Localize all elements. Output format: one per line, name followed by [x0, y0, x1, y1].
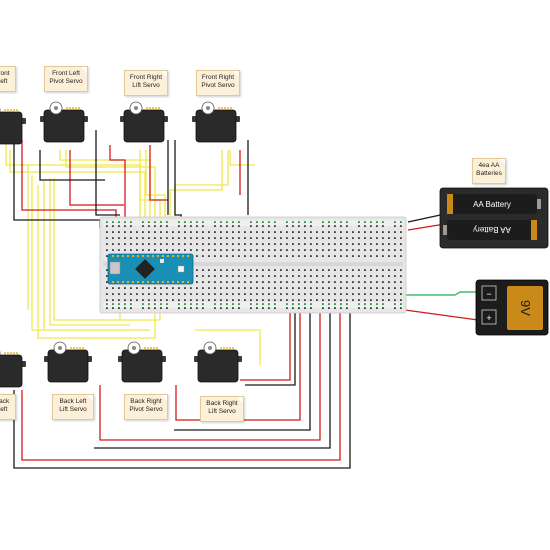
note-front-right-pivot-line1: Front Right: [201, 74, 235, 81]
aa-cell-top: AA Battery: [447, 194, 541, 214]
note-back-right-pivot: Back Right Pivot Servo: [124, 394, 168, 420]
servo-front-right-pivot: [192, 101, 240, 143]
note-back-left-lift: Back Left Lift Servo: [52, 394, 94, 420]
servo-back-left-lift: [44, 341, 92, 383]
note-back-right-lift-line1: Back Right: [206, 400, 238, 407]
servo-back-left-pivot: [0, 350, 26, 388]
note-back-left-pivot-line1: Back: [0, 398, 10, 405]
servo-back-right-lift: [194, 341, 242, 383]
note-back-right-pivot-line2: Pivot Servo: [129, 406, 163, 413]
nine-volt-minus-label: −: [486, 289, 491, 299]
arduino-pins: [112, 255, 189, 283]
servos: [0, 101, 242, 388]
note-front-left-lift: Front Left: [0, 66, 16, 92]
note-front-right-lift: Front Right Lift Servo: [124, 70, 168, 96]
note-front-right-lift-line1: Front Right: [129, 74, 163, 81]
servo-front-left-lift: [0, 107, 26, 145]
note-back-left-pivot-line2: Left: [0, 406, 8, 413]
note-front-right-lift-line2: Lift Servo: [132, 82, 160, 89]
aa-cell-top-label: AA Battery: [473, 200, 511, 209]
note-front-left-pivot-line2: Pivot Servo: [49, 78, 83, 85]
note-front-right-pivot: Front Right Pivot Servo: [196, 70, 240, 96]
note-front-left-pivot: Front Left Pivot Servo: [44, 66, 88, 92]
nine-volt-battery: − + 9V: [475, 279, 549, 336]
arduino-nano: [107, 253, 194, 285]
note-front-right-pivot-line2: Pivot Servo: [201, 82, 235, 89]
note-front-left-lift-line1: Front: [0, 70, 10, 77]
note-back-right-pivot-line1: Back Right: [130, 398, 162, 405]
servo-back-right-pivot: [118, 341, 166, 383]
servo-front-right-lift: [120, 101, 168, 143]
nine-volt-plus-label: +: [486, 313, 491, 323]
aa-cell-bottom-label: AA Battery: [473, 225, 511, 234]
note-aa-batteries: 4ea AA Batteries: [472, 158, 506, 184]
note-back-left-pivot: Back Left: [0, 394, 16, 420]
note-back-left-lift-line1: Back Left: [59, 398, 87, 405]
servo-front-left-pivot: [40, 101, 88, 143]
note-back-right-lift: Back Right Lift Servo: [200, 396, 244, 422]
note-aa-batteries-line2: Batteries: [476, 170, 502, 177]
note-front-left-pivot-line1: Front Left: [52, 70, 80, 77]
note-aa-batteries-line1: 4ea AA: [478, 162, 500, 169]
note-back-left-lift-line2: Lift Servo: [59, 406, 87, 413]
aa-cell-bottom: AA Battery: [443, 220, 537, 240]
note-front-left-lift-line2: Left: [0, 78, 8, 85]
note-back-right-lift-line2: Lift Servo: [208, 408, 236, 415]
nine-volt-voltage-label: 9V: [518, 300, 533, 316]
aa-battery-pack: AA Battery AA Battery: [439, 187, 549, 249]
